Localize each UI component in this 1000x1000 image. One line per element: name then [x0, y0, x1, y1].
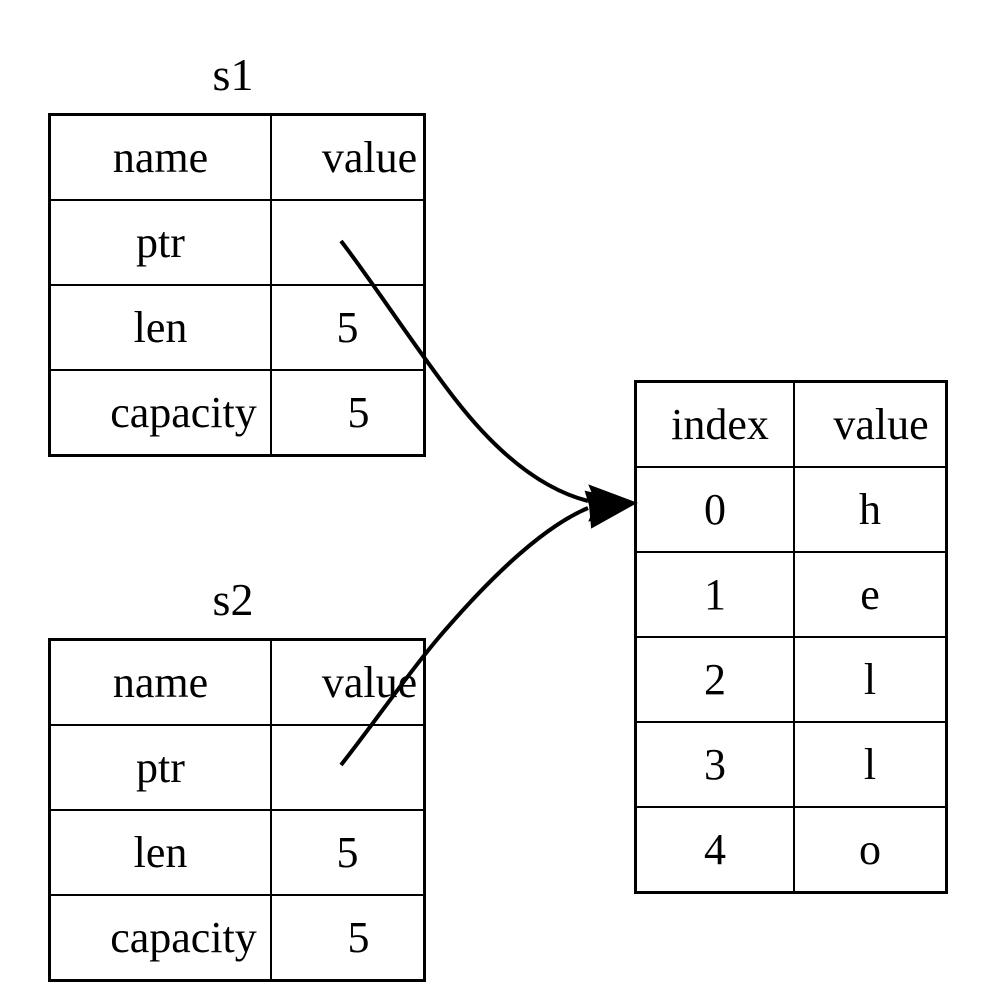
arrowhead-icon-s1	[588, 484, 638, 522]
buffer-row-3-index: 3	[634, 721, 795, 808]
buffer-row-4-value: o	[793, 806, 948, 894]
buffer-header-value: value	[793, 380, 948, 468]
arrowhead-icon-s2	[584, 490, 638, 529]
s2-row-capacity-name: capacity	[48, 894, 272, 982]
table-row: ptr	[48, 199, 426, 286]
struct-title-s1: s1	[212, 49, 254, 100]
s1-header-name: name	[48, 113, 272, 201]
buffer-header-index: index	[634, 380, 795, 468]
buffer-row-3-value: l	[793, 721, 948, 808]
buffer-table: index value 0 h 1 e 2 l 3 l 4 o	[634, 380, 948, 894]
table-row: 2 l	[634, 636, 948, 723]
struct-title-s2: s2	[212, 574, 254, 625]
table-row: 3 l	[634, 721, 948, 808]
s2-header-name: name	[48, 638, 272, 726]
s2-row-ptr-value	[270, 724, 426, 811]
table-row: capacity 5	[48, 894, 426, 982]
s2-row-len-value: 5	[270, 809, 426, 896]
s1-row-ptr-value	[270, 199, 426, 286]
table-row: 4 o	[634, 806, 948, 894]
s1-row-ptr-name: ptr	[48, 199, 272, 286]
s1-row-capacity-value: 5	[270, 369, 426, 457]
s2-row-capacity-value: 5	[270, 894, 426, 982]
buffer-row-4-index: 4	[634, 806, 795, 894]
s2-row-len-name: len	[48, 809, 272, 896]
struct-table-s1: name value ptr len 5 capacity 5	[48, 113, 426, 457]
table-row: len 5	[48, 809, 426, 896]
buffer-row-2-index: 2	[634, 636, 795, 723]
buffer-row-1-index: 1	[634, 551, 795, 638]
table-row: index value	[634, 380, 948, 468]
table-row: 0 h	[634, 466, 948, 553]
s2-row-ptr-name: ptr	[48, 724, 272, 811]
table-row: 1 e	[634, 551, 948, 638]
struct-table-s2: name value ptr len 5 capacity 5	[48, 638, 426, 982]
s1-row-len-name: len	[48, 284, 272, 371]
s2-header-value: value	[270, 638, 426, 726]
buffer-row-2-value: l	[793, 636, 948, 723]
buffer-row-0-index: 0	[634, 466, 795, 553]
table-row: capacity 5	[48, 369, 426, 457]
s1-row-capacity-name: capacity	[48, 369, 272, 457]
table-row: ptr	[48, 724, 426, 811]
s1-header-value: value	[270, 113, 426, 201]
table-row: name value	[48, 113, 426, 201]
s1-row-len-value: 5	[270, 284, 426, 371]
buffer-row-1-value: e	[793, 551, 948, 638]
table-row: len 5	[48, 284, 426, 371]
buffer-row-0-value: h	[793, 466, 948, 553]
table-row: name value	[48, 638, 426, 726]
